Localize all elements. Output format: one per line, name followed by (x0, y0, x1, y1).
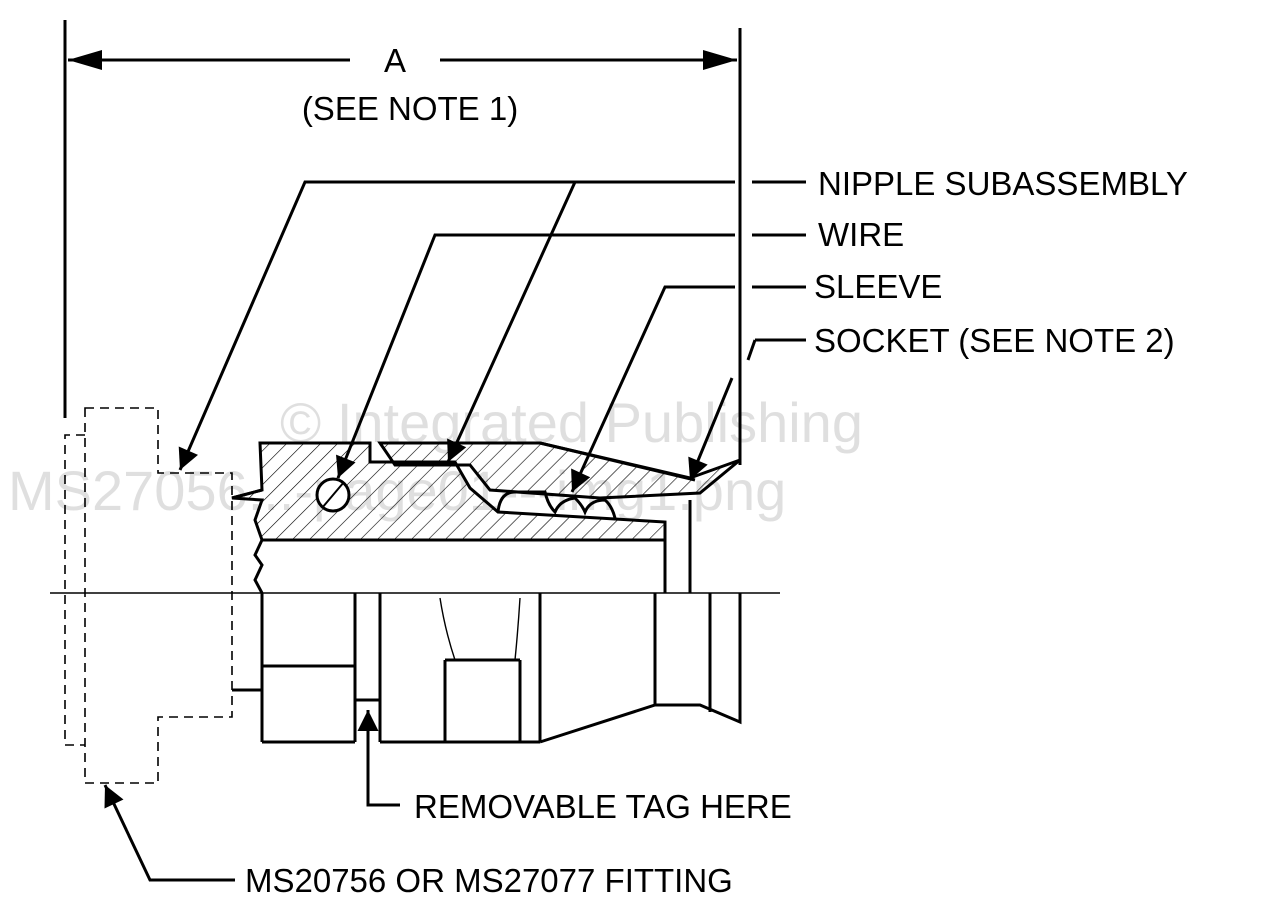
dimension-arrow-right (703, 50, 737, 70)
dimension-letter: A (384, 42, 406, 79)
dimension-a: A (SEE NOTE 1) (63, 20, 742, 465)
dimension-note: (SEE NOTE 1) (302, 90, 518, 127)
label-nipple-subassembly: NIPPLE SUBASSEMBLY (818, 165, 1188, 202)
label-fitting: MS20756 OR MS27077 FITTING (245, 862, 733, 899)
leader-lines (103, 180, 806, 882)
exterior-view (232, 593, 742, 744)
dimension-arrow-left (68, 50, 102, 70)
label-socket: SOCKET (SEE NOTE 2) (814, 322, 1175, 359)
watermark-line-1: © Integrated Publishing (280, 391, 863, 454)
label-sleeve: SLEEVE (814, 268, 942, 305)
label-wire: WIRE (818, 216, 904, 253)
label-removable-tag: REMOVABLE TAG HERE (414, 788, 792, 825)
fitting-outline (64, 407, 233, 784)
